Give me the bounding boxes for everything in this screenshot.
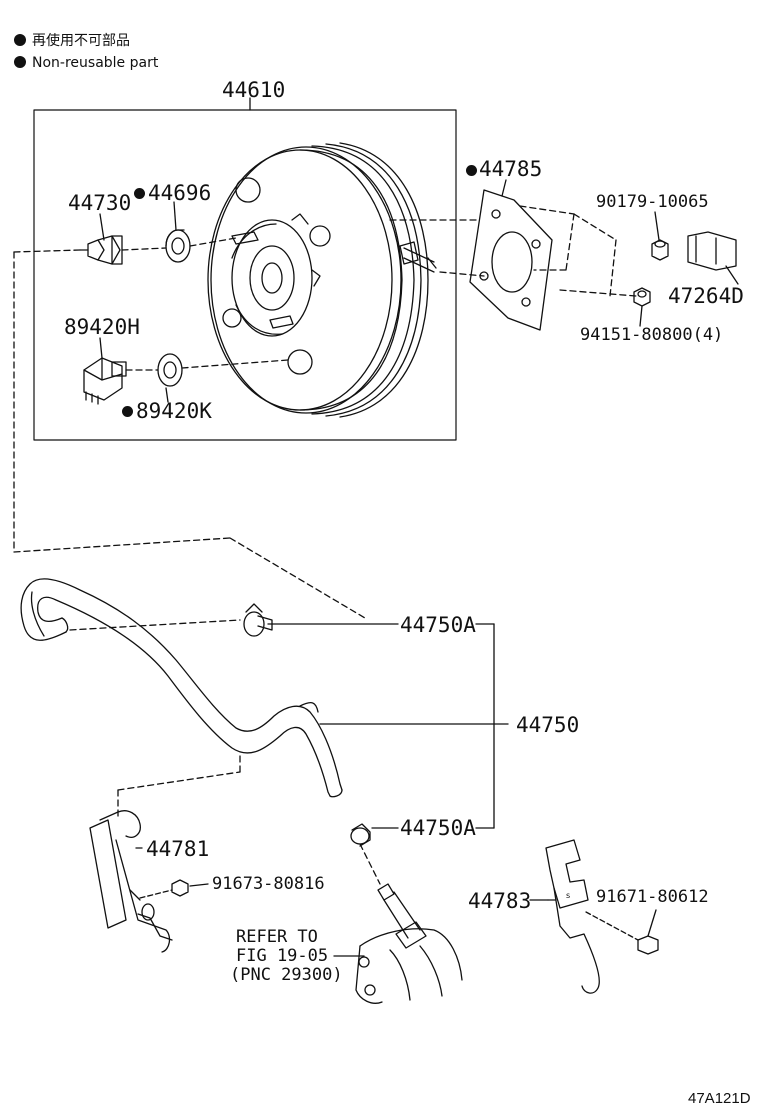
part-44785: 44785: [479, 157, 543, 181]
part-44783: 44783: [468, 889, 532, 913]
bracket-44781: [89, 755, 241, 953]
reference-line-2: FIG 19-05: [236, 946, 329, 966]
part-44696: 44696: [148, 181, 212, 205]
dash-top-clamp: [69, 619, 241, 631]
non-reusable-dot: [122, 406, 133, 417]
part-89420K: 89420K: [136, 399, 212, 423]
reference-line-3: (PNC 29300): [230, 965, 343, 985]
upper-leaders: [99, 179, 507, 403]
nut-90179: [651, 211, 669, 261]
dash-bottom-clamp: [359, 843, 381, 885]
svg-text:s: s: [566, 891, 570, 900]
legend-jp-text: 再使用不可部品: [32, 33, 130, 49]
alignment-lines: [13, 205, 637, 619]
gasket-plate-44785: [469, 189, 553, 331]
part-90179-10065: 90179-10065: [596, 192, 709, 212]
part-44750A-top: 44750A: [400, 613, 476, 637]
check-valve-44730: [79, 235, 123, 265]
part-44610: 44610: [222, 78, 286, 102]
part-47264D: 47264D: [668, 284, 744, 308]
part-89420H: 89420H: [64, 315, 140, 339]
clamp-44750A-bottom: [350, 823, 371, 847]
bullet-icon: [14, 34, 26, 46]
part-44781: 44781: [146, 837, 210, 861]
bolt-91671: [585, 909, 659, 955]
sensor-89420H: [83, 357, 127, 405]
legend-en: Non-reusable part: [14, 56, 158, 70]
part-91671-80612: 91671-80612: [596, 887, 709, 907]
part-44750: 44750: [516, 713, 580, 737]
nut-94151: [633, 287, 651, 327]
reference-port: [333, 883, 463, 1004]
grommet-89420K: [157, 353, 183, 387]
part-91673-80816: 91673-80816: [212, 874, 325, 894]
part-44750A-bottom: 44750A: [400, 816, 476, 840]
bracket-47264D: [687, 231, 739, 285]
assembly-box: [33, 109, 457, 441]
bracket-44783: s: [529, 839, 600, 994]
part-94151-80800: 94151-80800(4): [580, 325, 724, 345]
non-reusable-dot: [134, 188, 145, 199]
figure-code: 47A121D: [688, 1090, 751, 1107]
brake-booster: [207, 142, 437, 418]
bolt-91673: [139, 879, 209, 899]
grommet-44696: [165, 229, 191, 263]
legend-jp: 再使用不可部品: [14, 34, 130, 48]
part-44730: 44730: [68, 191, 132, 215]
non-reusable-dot: [466, 165, 477, 176]
leader-44750-group: [267, 623, 509, 829]
vacuum-hose-44750: [20, 578, 343, 798]
bullet-icon: [14, 56, 26, 68]
reference-line-1: REFER TO: [236, 927, 318, 947]
clamp-44750A-top: [243, 603, 273, 637]
legend-en-text: Non-reusable part: [32, 55, 159, 71]
